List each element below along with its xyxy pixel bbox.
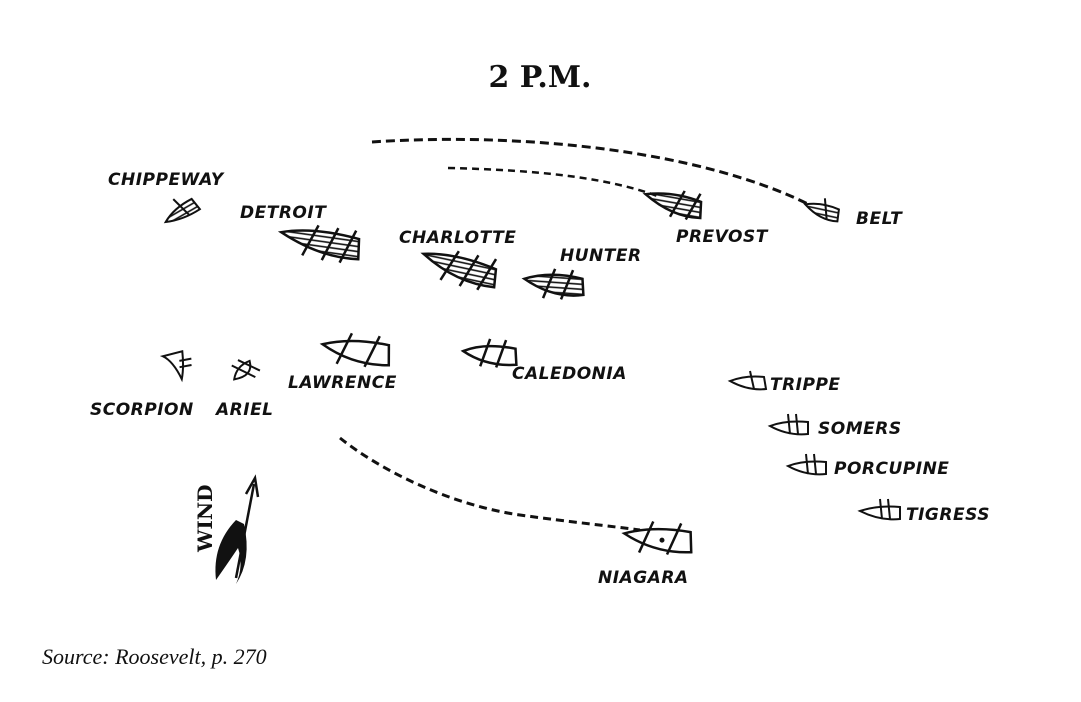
ship-trippe-icon — [727, 370, 768, 391]
ship-porcupine-icon — [785, 453, 827, 476]
battle-diagram: 2 P.M. — [90, 60, 990, 588]
ship-detroit-icon — [277, 224, 361, 264]
diagram-title: 2 P.M. — [488, 60, 591, 95]
label-trippe: TRIPPE — [770, 375, 841, 395]
label-somers: SOMERS — [818, 419, 902, 439]
ship-caledonia-icon — [460, 338, 518, 368]
ship-niagara-icon — [621, 520, 693, 556]
label-detroit: DETROIT — [240, 203, 327, 223]
british-course-line-lower — [447, 166, 661, 199]
label-lawrence: LAWRENCE — [288, 373, 397, 393]
label-ariel: ARIEL — [214, 400, 274, 420]
label-prevost: PREVOST — [676, 227, 769, 247]
source-caption: Source: Roosevelt, p. 270 — [42, 644, 267, 669]
wind-arrow-icon — [215, 474, 260, 584]
label-chippeway: CHIPPEWAY — [108, 170, 225, 190]
ship-somers-icon — [767, 413, 809, 436]
label-porcupine: PORCUPINE — [834, 459, 949, 479]
ship-lawrence-icon — [319, 332, 391, 368]
ship-ariel-icon — [231, 359, 261, 381]
label-belt: BELT — [856, 209, 903, 229]
label-charlotte: CHARLOTTE — [399, 228, 516, 248]
ship-charlotte-icon — [420, 250, 498, 291]
ship-hunter-icon — [521, 268, 585, 300]
label-hunter: HUNTER — [560, 246, 642, 266]
ship-chippeway-icon — [163, 197, 202, 224]
ship-prevost-icon — [642, 190, 703, 221]
niagara-course-line — [339, 436, 641, 532]
ship-scorpion-icon — [159, 350, 192, 383]
label-scorpion: SCORPION — [90, 400, 194, 420]
british-course-line-upper — [371, 137, 811, 207]
wind-label: WIND — [193, 485, 217, 553]
label-niagara: NIAGARA — [598, 568, 689, 588]
label-tigress: TIGRESS — [906, 505, 990, 525]
ship-tigress-icon — [857, 498, 901, 521]
label-caledonia: CALEDONIA — [512, 364, 627, 384]
ship-belt-icon — [803, 198, 840, 223]
